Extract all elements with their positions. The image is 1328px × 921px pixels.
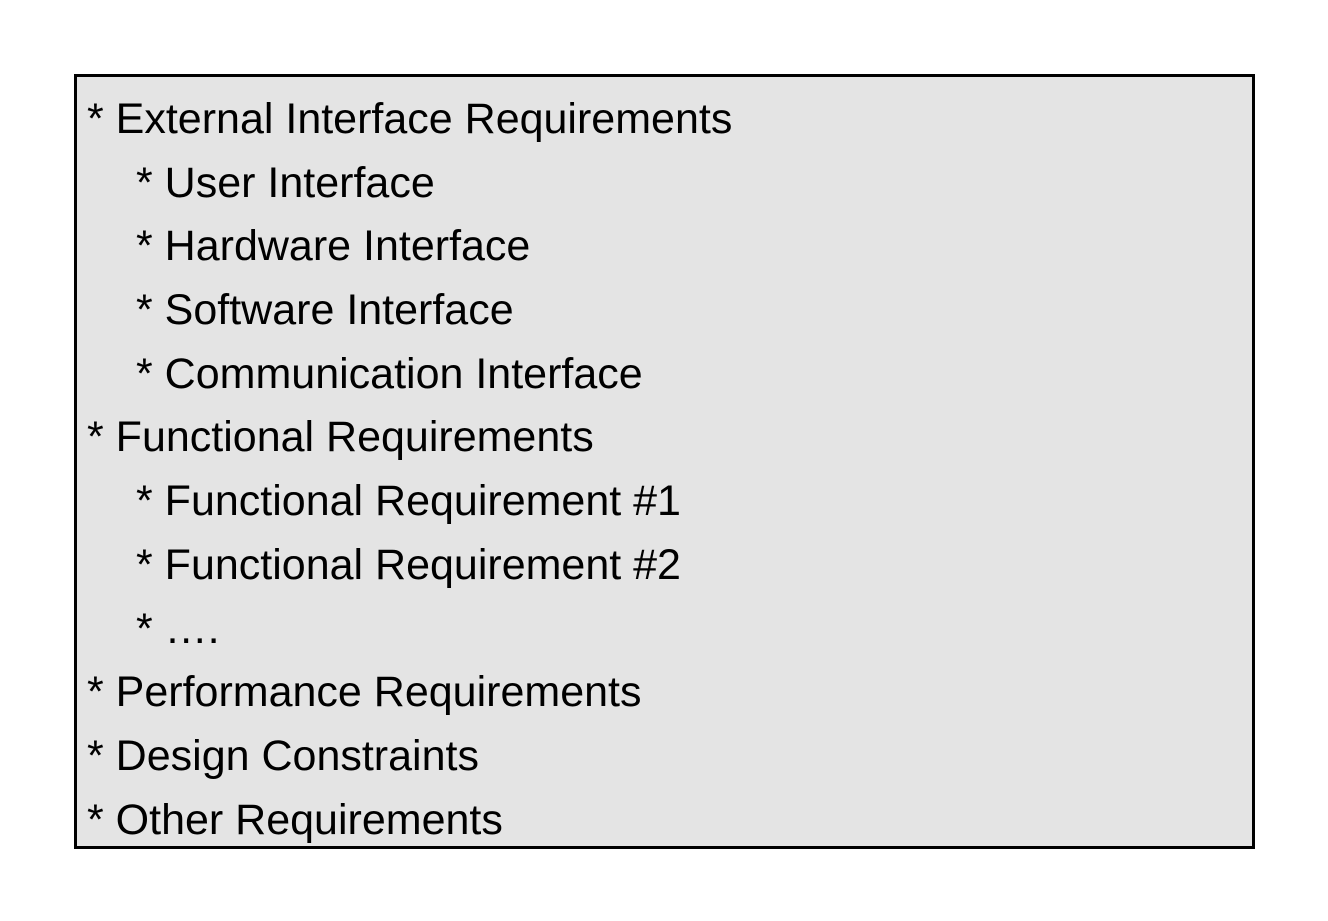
outline-item-external-interface-requirements: * External Interface Requirements (87, 95, 733, 143)
outline-item-performance-requirements: * Performance Requirements (87, 668, 642, 717)
outline-item-hardware-interface: * Hardware Interface (136, 222, 531, 271)
requirements-outline-box: * External Interface Requirements * User… (74, 74, 1255, 849)
outline-item-software-interface: * Software Interface (136, 286, 514, 335)
outline-item-communication-interface: * Communication Interface (136, 349, 643, 398)
outline-item-functional-requirements: * Functional Requirements (87, 413, 594, 462)
outline-item-ellipsis: * …. (136, 604, 220, 653)
outline-item-user-interface: * User Interface (136, 158, 435, 207)
outline-item-other-requirements: * Other Requirements (87, 795, 503, 844)
outline-item-functional-requirement-1: * Functional Requirement #1 (136, 477, 681, 526)
requirements-outline-list: * External Interface Requirements * User… (87, 90, 732, 854)
outline-item-functional-requirement-2: * Functional Requirement #2 (136, 540, 681, 589)
outline-item-design-constraints: * Design Constraints (87, 731, 479, 780)
